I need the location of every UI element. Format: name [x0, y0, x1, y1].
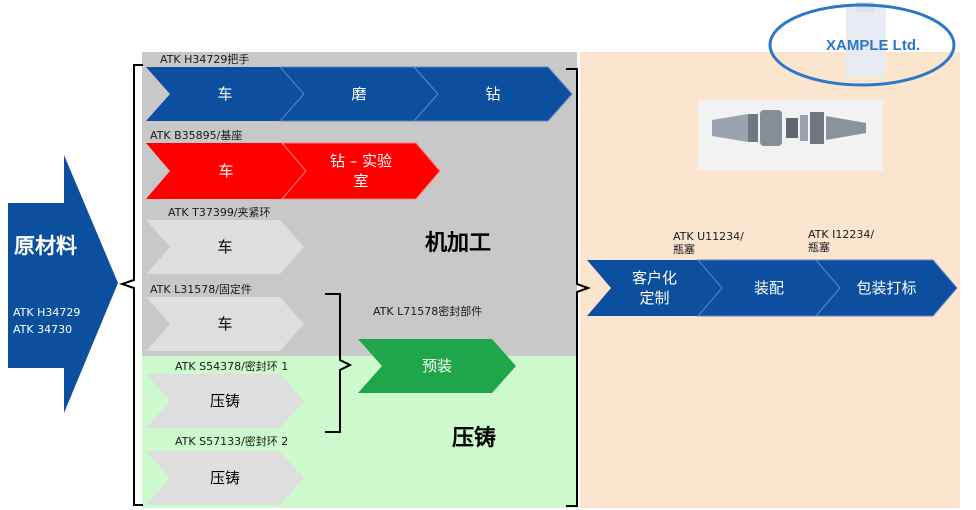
chevron-preassembly: [358, 339, 516, 393]
label-seal2: ATK S57133/密封环 2: [175, 435, 289, 448]
logo-text: XAMPLE Ltd.: [826, 37, 921, 54]
section-casting: 压铸: [452, 426, 497, 451]
raw-material-code-1: ATK H34729: [13, 306, 81, 319]
inner-bracket: [325, 293, 353, 433]
raw-material-arrow: [8, 155, 118, 413]
chevron-fixing-1: [146, 297, 304, 351]
label-base: ATK B35895/基座: [150, 129, 243, 142]
step-customization: 客户化 定制: [631, 269, 677, 307]
company-logo: [768, 2, 956, 87]
step-packaging: 包装打标: [856, 279, 917, 297]
step-handle-drilling: 钻: [485, 85, 501, 103]
chevron-seal1-1: [146, 374, 304, 428]
raw-material-title: 原材料: [14, 234, 77, 258]
label-final-i: ATK I12234/ 瓶塞: [808, 228, 875, 254]
step-preassembly: 预装: [421, 357, 452, 375]
label-clamp: ATK T37399/夹紧环: [168, 206, 271, 219]
chevron-base-1: [146, 143, 306, 199]
step-assembly: 装配: [753, 279, 784, 297]
label-seal-assembly: ATK L71578密封部件: [373, 305, 483, 318]
right-bracket: [566, 68, 591, 507]
chevron-clamp-1: [146, 220, 304, 274]
step-clamp-turning: 车: [217, 238, 233, 256]
step-handle-grinding: 磨: [351, 85, 367, 103]
step-handle-turning: 车: [217, 85, 233, 103]
section-machining: 机加工: [425, 231, 492, 256]
step-fixing-turning: 车: [217, 315, 233, 333]
left-bracket: [118, 64, 143, 506]
raw-material-code-2: ATK 34730: [13, 323, 73, 336]
chevron-base-2: [280, 142, 441, 200]
step-base-drilling-lab: 钻 – 实验 室: [329, 152, 393, 190]
chevron-final-1: [587, 260, 722, 316]
step-base-turning: 车: [218, 162, 234, 180]
product-image: [698, 100, 883, 170]
label-final-u: ATK U11234/ 瓶塞: [673, 230, 744, 256]
chevron-final-3: [814, 259, 958, 317]
label-fixing: ATK L31578/固定件: [150, 283, 252, 296]
step-seal1-casting: 压铸: [209, 392, 240, 410]
label-handle: ATK H34729把手: [160, 53, 250, 66]
label-seal1: ATK S54378/密封环 1: [175, 360, 289, 373]
chevron-handle-1: [146, 67, 304, 121]
chevron-seal2-1: [146, 451, 304, 505]
step-seal2-casting: 压铸: [209, 469, 240, 487]
chevron-handle-3: [412, 66, 573, 122]
